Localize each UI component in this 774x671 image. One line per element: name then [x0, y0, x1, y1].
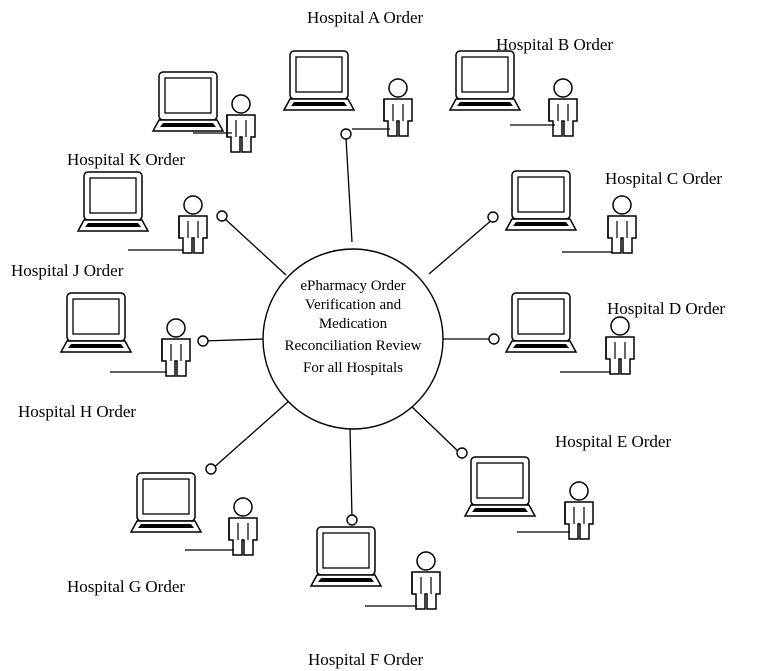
spoke-a [345, 137, 353, 243]
node-hospital-h: Hospital H Order [18, 292, 209, 421]
spoke-e [410, 405, 463, 456]
person-icon [383, 78, 413, 137]
node-hospital-k: Hospital K Order [67, 71, 256, 169]
connector-circle [346, 514, 358, 526]
label-hospital-f: Hospital F Order [308, 650, 424, 669]
label-hospital-g: Hospital G Order [67, 577, 185, 596]
spoke-g [210, 399, 291, 471]
label-hospital-e: Hospital E Order [555, 432, 671, 451]
person-icon [605, 316, 635, 375]
connector-circle [205, 463, 217, 475]
node-hospital-c: Hospital C Order [487, 169, 722, 254]
hub-line-3: Medication [319, 316, 388, 332]
laptop-icon [152, 71, 224, 132]
person-icon [228, 497, 258, 556]
person-icon [226, 94, 256, 153]
node-hospital-j: Hospital J Order [11, 171, 228, 280]
label-hospital-b: Hospital B Order [496, 35, 613, 54]
spoke-c [428, 218, 494, 275]
connector-circle [340, 128, 352, 140]
laptop-icon [464, 456, 536, 517]
spoke-j [223, 217, 287, 276]
laptop-icon [505, 170, 577, 231]
node-hospital-b: Hospital B Order [449, 35, 613, 137]
spoke-f [349, 426, 353, 519]
person-icon [548, 78, 578, 137]
connector-circle [487, 211, 499, 223]
laptop-icon [283, 50, 355, 111]
connector-circle [456, 447, 468, 459]
node-hospital-g: Hospital G Order [67, 463, 258, 596]
hub-circle [262, 248, 444, 430]
person-icon [607, 195, 637, 254]
hub-line-5: For all Hospitals [303, 360, 403, 376]
hub-line-2: Verification and [305, 297, 402, 313]
node-hospital-e: Hospital E Order [456, 432, 671, 540]
label-hospital-h: Hospital H Order [18, 402, 136, 421]
hub-text: ePharmacy Order Verification and Medicat… [284, 278, 421, 376]
person-icon [411, 551, 441, 610]
laptop-icon [60, 292, 132, 353]
laptop-icon [130, 472, 202, 533]
node-hospital-d: Hospital D Order [488, 292, 725, 375]
connector-circle [197, 335, 209, 347]
label-hospital-a: Hospital A Order [307, 8, 423, 27]
node-hospital-f: Hospital F Order [308, 514, 441, 669]
label-hospital-k: Hospital K Order [67, 150, 185, 169]
laptop-icon [310, 526, 382, 587]
label-hospital-j: Hospital J Order [11, 261, 124, 280]
laptop-icon [505, 292, 577, 353]
spoke-h [202, 338, 265, 342]
person-icon [178, 195, 208, 254]
spokes [202, 137, 494, 519]
person-icon [161, 318, 191, 377]
node-hospital-a: Hospital A Order [283, 8, 423, 140]
connector-circle [216, 210, 228, 222]
laptop-icon [449, 50, 521, 111]
hub-line-1: ePharmacy Order [300, 278, 405, 294]
connector-circle [488, 333, 500, 345]
laptop-icon [77, 171, 149, 232]
person-icon [564, 481, 594, 540]
label-hospital-c: Hospital C Order [605, 169, 722, 188]
hub-line-4: Reconciliation Review [284, 338, 421, 354]
label-hospital-d: Hospital D Order [607, 299, 725, 318]
